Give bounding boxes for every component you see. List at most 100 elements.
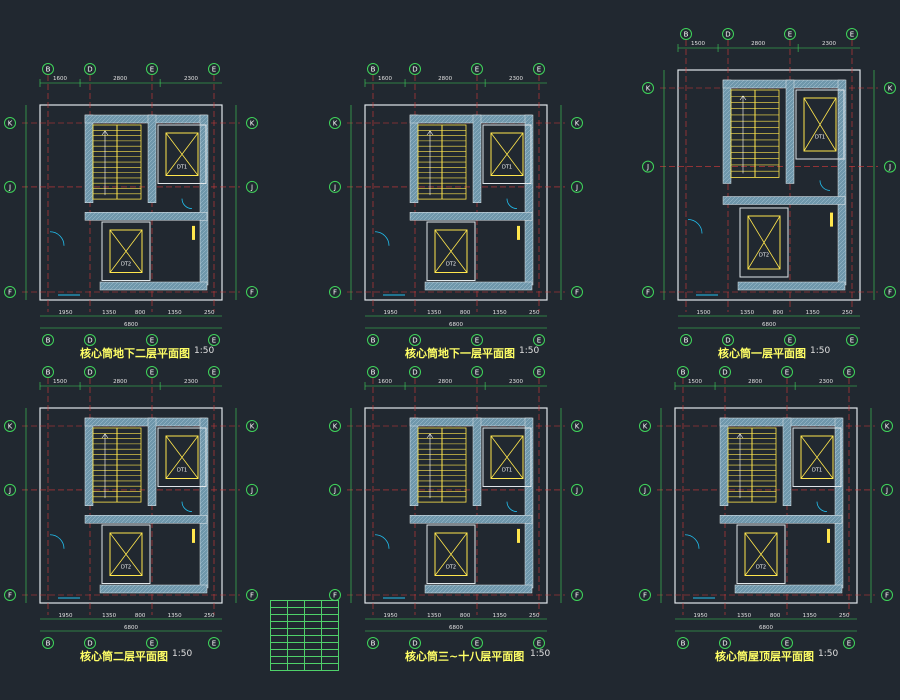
wall [409,114,419,203]
plan-title: 核心筒二层平面图 [80,650,168,663]
axis-bubble-left-label: J [8,486,11,494]
elevator-cross [800,435,834,479]
axis-bubble-right-label: K [575,120,580,128]
axis-bubble-left [639,420,651,432]
elevator-car [800,435,834,479]
axis-bubble-left-label: F [333,289,337,297]
elevator-shaft [101,524,151,584]
door-swing [684,534,700,549]
wall [99,281,208,291]
axis-bubble-top [722,28,734,40]
plan-title: 核心筒三~十八层平面图 [405,650,525,663]
dim-text-bottom: 800 [460,310,471,316]
plan-scale: 1:50 [194,346,215,356]
axis-bubble-top [409,63,421,75]
axis-bubble-right-label: F [250,289,254,297]
axis-bubble-top-label: B [371,66,376,74]
axis-bubble-bottom-label: E [475,337,479,345]
axis-bubble-bottom-label: E [212,337,216,345]
axis-bubble-left [642,286,654,298]
axis-bubble-right [246,117,258,129]
dim-text-bottom: 1950 [383,310,397,316]
wall [785,79,795,184]
elevator-label: DT1 [502,467,512,473]
axis-bubble-bottom-label: E [150,337,154,345]
axis-bubble-right [571,589,583,601]
elevator-car [165,435,199,479]
dim-text-top: 2300 [819,379,833,385]
dim-text-top: 2300 [822,41,836,47]
axis-bubble-right [884,160,896,173]
plan-title: 核心筒地下二层平面图 [80,347,190,360]
axis-bubble-right-label: J [888,163,891,171]
door-swing [687,219,703,234]
wall [84,114,208,124]
door-swing [374,231,390,246]
dim-text-top: 2800 [748,379,762,385]
axis-bubble-top [533,63,545,75]
elevator-shaft [482,427,532,487]
wall [147,114,157,203]
axis-bubble-top [84,366,96,378]
axis-bubble-right [571,420,583,432]
plan-frame [364,104,548,301]
axis-bubble-left-label: J [333,486,336,494]
dim-text-total: 6800 [762,322,776,328]
axis-bubble-top [471,63,483,75]
axis-bubble-left [329,286,341,298]
axis-bubble-top-label: B [684,31,689,39]
fixture-marker [517,225,520,240]
axis-bubble-left-label: K [333,120,338,128]
elevator-cross [744,532,778,576]
wall [834,417,844,589]
door-swing [506,501,518,512]
dim-text-top: 2800 [113,379,127,385]
elevator-label: DT1 [812,467,822,473]
dim-text-bottom: 250 [204,613,215,619]
axis-bubble-right-label: F [250,592,254,600]
plan-scale: 1:50 [530,649,551,659]
dim-text-bottom: 1350 [168,613,182,619]
wall [409,515,533,524]
dim-text-bottom: 1350 [168,310,182,316]
elevator-shaft [739,207,789,278]
axis-bubble-top-label: D [412,66,417,74]
axis-bubble-bottom-label: D [722,640,727,648]
wall [722,196,846,205]
axis-bubble-right-label: K [250,120,255,128]
axis-bubble-bottom-label: E [212,640,216,648]
axis-bubble-right [246,483,258,496]
axis-bubble-right [884,286,896,298]
axis-bubble-bottom [84,637,96,649]
dim-text-total: 6800 [759,625,773,631]
axis-bubble-top [208,366,220,378]
dim-text-bottom: 1500 [696,310,710,316]
plan-frame [364,407,548,604]
stair-arrow [426,433,434,499]
axis-bubble-left [329,420,341,432]
axis-bubble-right [571,180,583,193]
axis-bubble-bottom [722,334,734,346]
axis-bubble-bottom [367,637,379,649]
elevator-shaft [426,524,476,584]
axis-bubble-top [84,63,96,75]
axis-bubble-top-label: E [847,369,851,377]
axis-bubble-top-label: E [475,369,479,377]
elevator-shaft [157,124,207,184]
wall [424,584,533,594]
wall [409,212,533,221]
axis-bubble-top-label: D [87,66,92,74]
door-swing [49,534,65,549]
axis-bubble-bottom-label: E [537,640,541,648]
dim-text-bottom: 1350 [493,310,507,316]
axis-bubble-bottom [533,334,545,346]
axis-bubble-bottom-label: E [150,640,154,648]
dim-text-bottom: 1350 [102,310,116,316]
wall [84,114,94,203]
axis-bubble-bottom [409,637,421,649]
axis-bubble-right-label: J [575,486,578,494]
dim-text-top: 1600 [378,379,392,385]
plan-scale: 1:50 [810,346,831,356]
